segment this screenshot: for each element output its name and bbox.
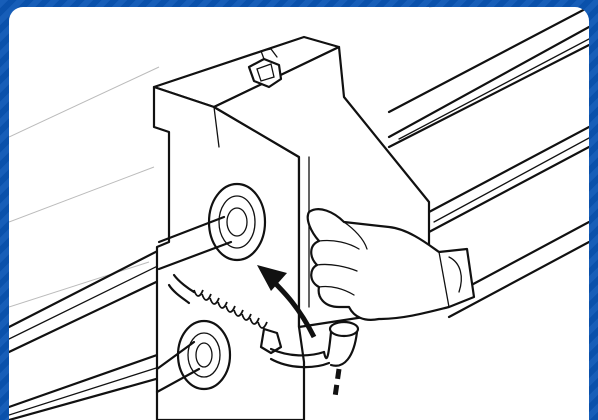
- lower-port: [176, 319, 232, 391]
- hand: [306, 208, 476, 321]
- maintenance-diagram: [9, 7, 589, 420]
- latch-clip: [247, 48, 283, 89]
- illustration-panel: [9, 7, 589, 420]
- upper-port: [207, 182, 267, 262]
- curved-arrow-icon: [257, 265, 317, 339]
- background-frame-lines: [9, 7, 434, 308]
- spring-hose: [167, 273, 331, 369]
- hose-end: [322, 320, 360, 398]
